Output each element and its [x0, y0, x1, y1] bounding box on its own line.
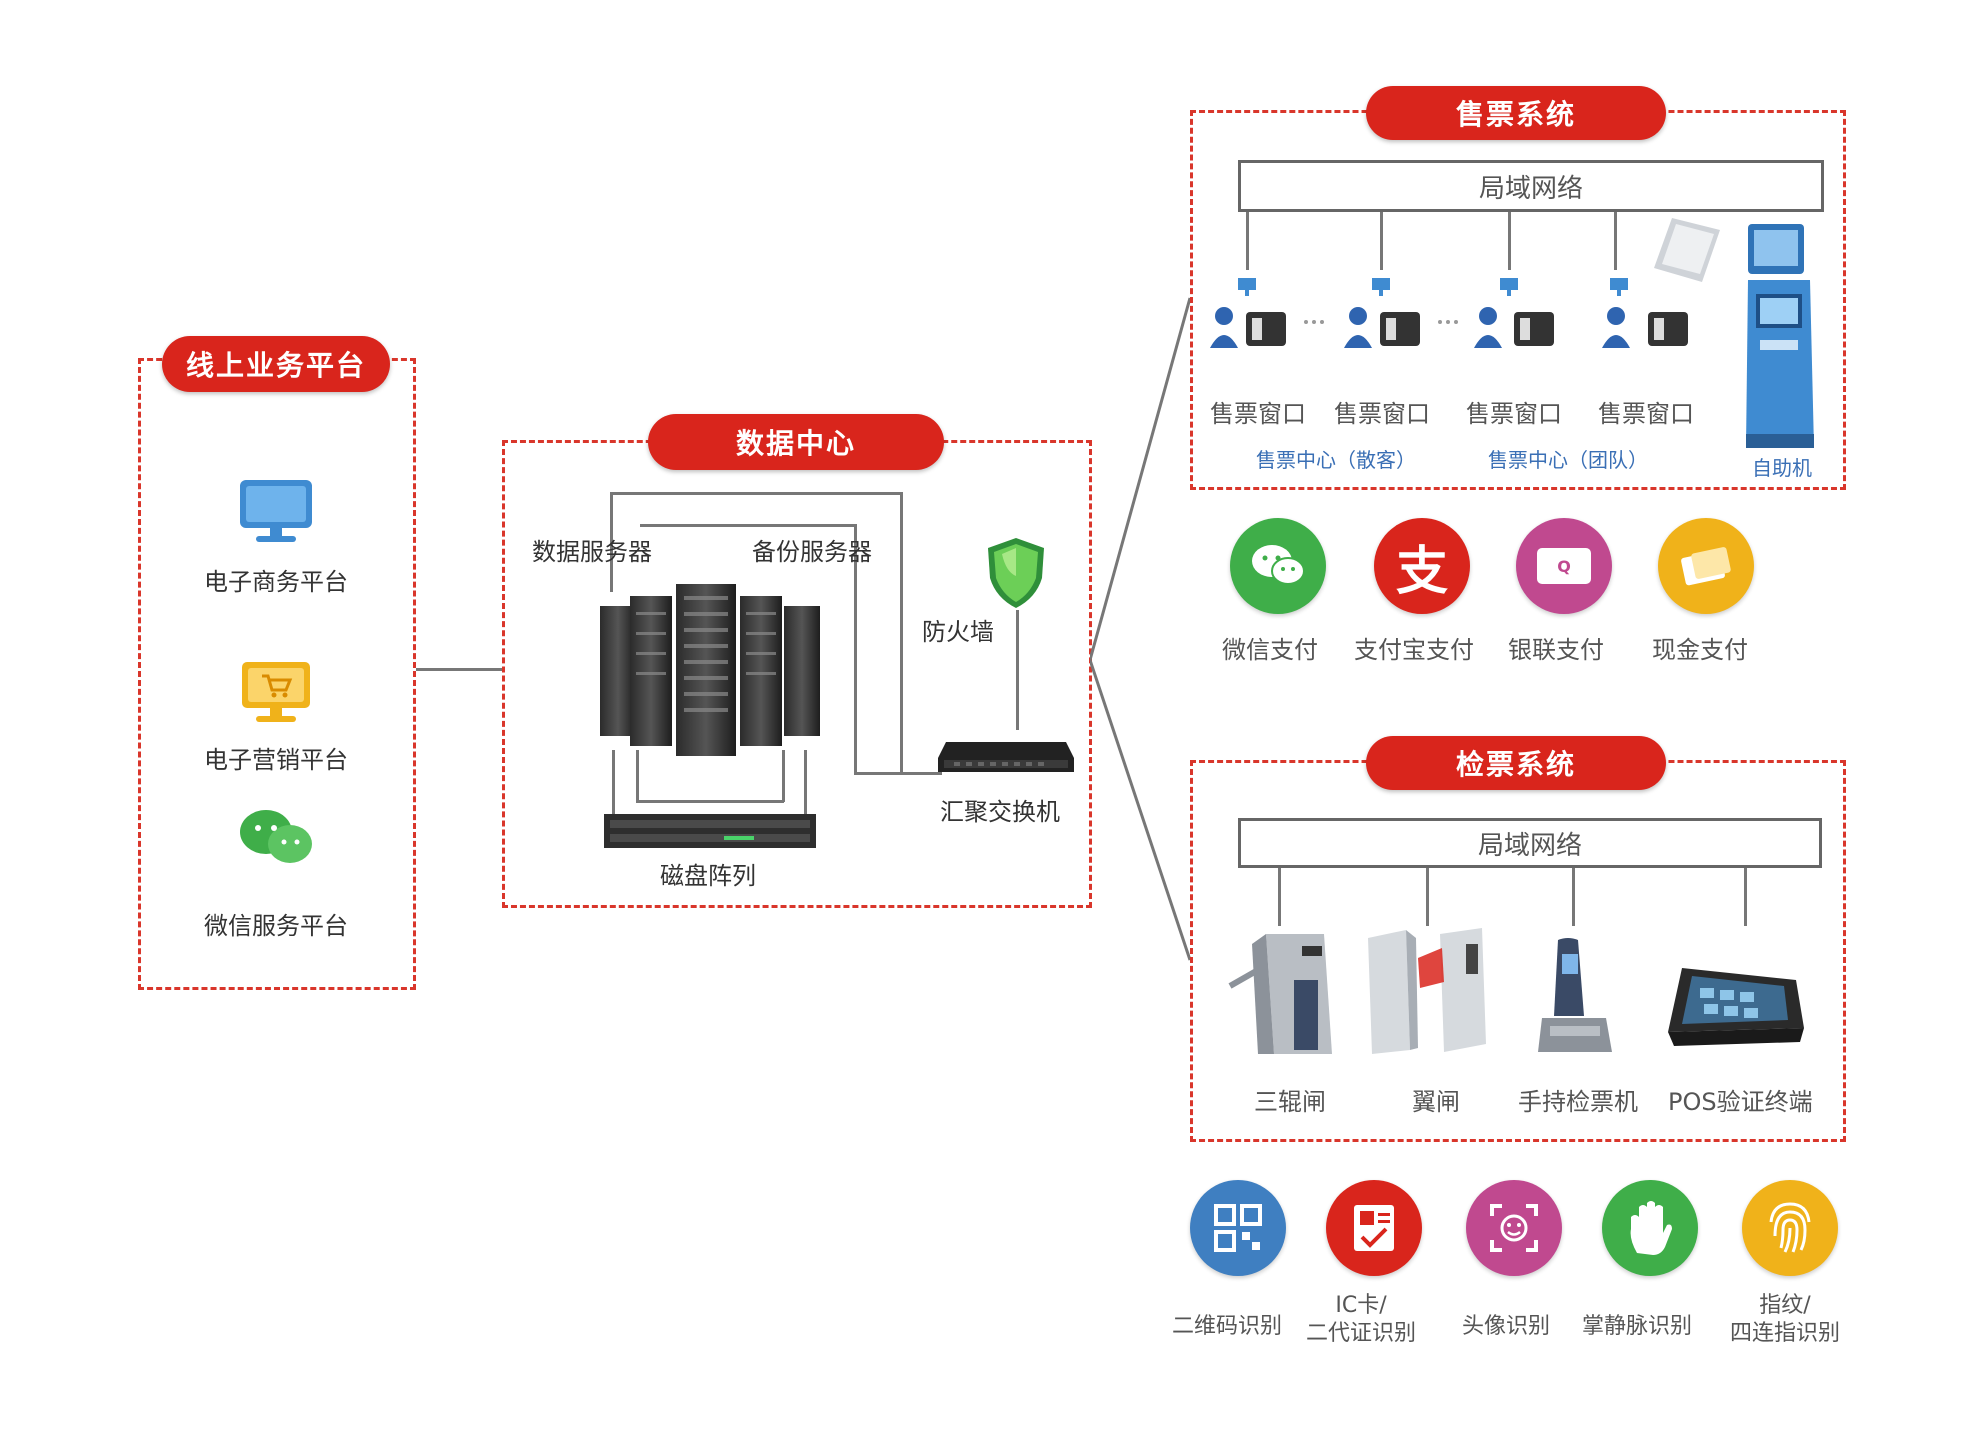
- alipay-label: 支付宝支付: [1354, 636, 1474, 664]
- cart-monitor-icon: [240, 660, 312, 728]
- unionpay-label: 银联支付: [1508, 636, 1604, 664]
- disk-array-icon: [604, 814, 816, 848]
- ticket-window-3-label: 售票窗口: [1466, 400, 1562, 428]
- palm-vein-icon: [1602, 1180, 1698, 1276]
- monitor-icon: [238, 478, 314, 546]
- ticket-window-2-icon: [1344, 278, 1464, 354]
- fingerprint-icon: [1742, 1180, 1838, 1276]
- dc-wire-firewall: [1016, 610, 1019, 730]
- cash-pay-icon: [1658, 518, 1754, 614]
- dc-wire-left-top: [610, 492, 613, 592]
- ticket-center-individual-label: 售票中心（散客）: [1256, 448, 1416, 472]
- online-to-datacenter-line: [416, 668, 502, 671]
- dc-wire-to-switch: [854, 772, 942, 775]
- switch-label: 汇聚交换机: [940, 798, 1060, 826]
- pos-terminal-icon: [1664, 962, 1808, 1052]
- alipay-icon: 支: [1374, 518, 1470, 614]
- wechat-icon: [236, 806, 316, 868]
- ic-card-label: IC卡/ 二代证识别: [1306, 1293, 1417, 1346]
- handheld-scanner-icon: [1536, 936, 1616, 1058]
- check-drop-3: [1572, 868, 1575, 926]
- tripod-turnstile-icon: [1228, 924, 1338, 1056]
- tripod-turnstile-label: 三辊闸: [1254, 1088, 1326, 1116]
- fingerprint-label: 指纹/ 四连指识别: [1730, 1293, 1841, 1346]
- cash-pay-label: 现金支付: [1652, 636, 1748, 664]
- dc-wire-inner-right: [782, 750, 785, 802]
- check-drop-1: [1278, 868, 1281, 926]
- ticket-drop-1: [1246, 212, 1249, 270]
- ticket-window-3-icon: [1474, 278, 1574, 354]
- check-drop-2: [1426, 868, 1429, 926]
- data-server-label: 数据服务器: [532, 538, 652, 566]
- flap-barrier-icon: [1362, 924, 1492, 1056]
- online-platform-title: 线上业务平台: [162, 336, 390, 392]
- ic-card-icon: [1326, 1180, 1422, 1276]
- dc-wire-mid: [640, 524, 856, 527]
- server-rack-icon: [596, 582, 826, 762]
- ticket-window-1-label: 售票窗口: [1210, 400, 1306, 428]
- check-drop-4: [1744, 868, 1747, 926]
- qr-code-label: 二维码识别: [1172, 1314, 1283, 1339]
- checking-system-title: 检票系统: [1366, 736, 1666, 790]
- emarketing-platform-label: 电子营销平台: [204, 746, 348, 774]
- dc-wire-disk-left: [612, 750, 615, 822]
- dc-wire-right-top: [900, 492, 903, 772]
- ticket-drop-2: [1380, 212, 1383, 270]
- face-recognition-label: 头像识别: [1462, 1314, 1551, 1339]
- firewall-shield-icon: [984, 536, 1048, 610]
- dc-wire-inner-left: [636, 750, 639, 802]
- unionpay-icon: Q: [1516, 518, 1612, 614]
- ticketing-system-title: 售票系统: [1366, 86, 1666, 140]
- wechat-pay-icon: [1230, 518, 1326, 614]
- checking-lan-bar: 局域网络: [1238, 818, 1822, 868]
- handheld-scanner-label: 手持检票机: [1518, 1088, 1638, 1116]
- dc-wire-disk-right: [804, 750, 807, 822]
- disk-array-label: 磁盘阵列: [660, 862, 756, 890]
- kiosk-label: 自助机: [1752, 456, 1812, 480]
- datacenter-to-systems-lines: [1090, 290, 1200, 970]
- card-reader-icon: [1652, 216, 1722, 286]
- pos-terminal-label: POS验证终端: [1668, 1088, 1813, 1116]
- ticket-drop-3: [1508, 212, 1511, 270]
- ticket-window-1-icon: [1210, 278, 1330, 354]
- dc-wire-mid-right: [854, 524, 857, 774]
- ticket-window-4-label: 售票窗口: [1598, 400, 1694, 428]
- dc-wire-inner-bottom: [636, 800, 784, 803]
- switch-icon: [938, 742, 1074, 774]
- backup-server-label: 备份服务器: [752, 538, 872, 566]
- kiosk-icon: [1744, 222, 1816, 452]
- qr-code-icon: [1190, 1180, 1286, 1276]
- svg-text:Q: Q: [1557, 557, 1571, 576]
- ticket-center-group-label: 售票中心（团队）: [1488, 448, 1648, 472]
- palm-vein-label: 掌静脉识别: [1582, 1314, 1693, 1339]
- dc-wire-top: [610, 492, 902, 495]
- ticket-drop-4: [1614, 212, 1617, 270]
- datacenter-title: 数据中心: [648, 414, 944, 470]
- firewall-label: 防火墙: [922, 618, 994, 646]
- ticket-window-4-icon: [1602, 278, 1702, 354]
- ticketing-lan-bar: 局域网络: [1238, 160, 1824, 212]
- ticket-window-2-label: 售票窗口: [1334, 400, 1430, 428]
- face-recognition-icon: [1466, 1180, 1562, 1276]
- flap-barrier-label: 翼闸: [1412, 1088, 1460, 1116]
- wechat-pay-label: 微信支付: [1222, 636, 1318, 664]
- wechat-service-platform-label: 微信服务平台: [204, 912, 348, 940]
- ecommerce-platform-label: 电子商务平台: [204, 568, 348, 596]
